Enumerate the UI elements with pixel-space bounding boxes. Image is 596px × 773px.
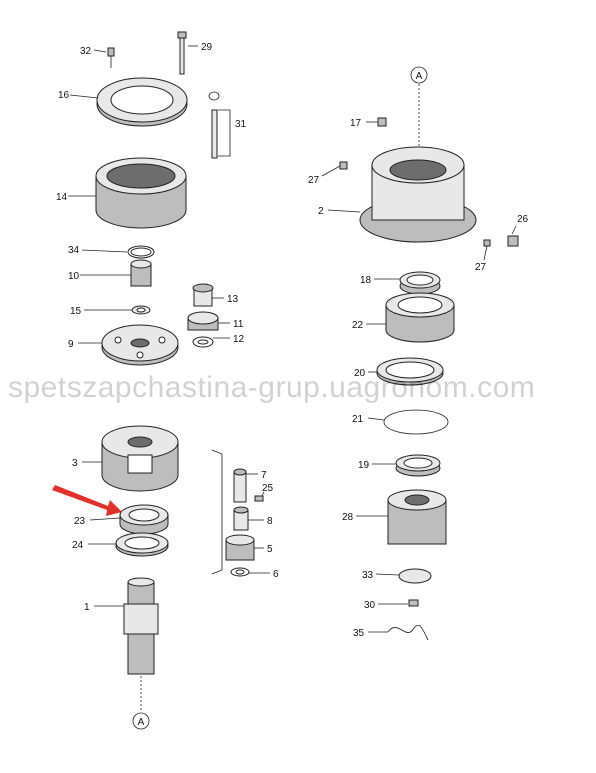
part-7-pin — [233, 468, 247, 503]
part-22-bearing — [385, 292, 455, 343]
svg-text:A: A — [416, 71, 423, 82]
part-13-cap — [192, 283, 214, 307]
part-19-bearing-race — [395, 454, 441, 477]
reference-mark-top: A — [410, 66, 428, 84]
watermark: spetszapchastina-grup.uagronom.com — [8, 371, 535, 404]
callout-9: 9 — [68, 339, 74, 350]
part-34-snap-ring — [127, 245, 155, 259]
part-31-dipstick — [208, 91, 220, 159]
part-18-bearing-race — [399, 271, 441, 295]
part-29-long-bolt — [177, 31, 187, 75]
callout-20: 20 — [354, 368, 366, 379]
part-30-bolt — [408, 599, 419, 607]
part-11-planet-gear — [187, 311, 219, 331]
callout-30: 30 — [364, 600, 376, 611]
callout-19: 19 — [358, 460, 370, 471]
callout-31: 31 — [235, 119, 247, 130]
callout-14: 14 — [56, 192, 68, 203]
callout-22: 22 — [352, 320, 364, 331]
part-25-spring-pin — [254, 495, 264, 502]
callout-10: 10 — [68, 271, 80, 282]
part-27-plug-upper — [339, 161, 348, 170]
part-15-washer — [131, 305, 151, 315]
callout-17: 17 — [350, 118, 362, 129]
part-23-bearing — [119, 504, 169, 535]
callout-7: 7 — [261, 470, 267, 481]
callout-29: 29 — [201, 42, 213, 53]
part-35-lock-wire — [387, 624, 429, 641]
svg-text:A: A — [138, 717, 145, 728]
callout-24: 24 — [72, 540, 84, 551]
part-8-bushing — [233, 506, 249, 531]
part-1-shaft — [123, 577, 159, 675]
highlight-arrow — [52, 485, 122, 516]
part-24-seal-ring — [115, 532, 169, 557]
part-10-small-gear — [130, 259, 152, 287]
part-28-pinion-gear — [387, 489, 447, 545]
callout-18: 18 — [360, 275, 372, 286]
callout-26: 26 — [517, 214, 529, 225]
callout-25: 25 — [262, 483, 274, 494]
callout-34: 34 — [68, 245, 80, 256]
callout-16: 16 — [58, 90, 70, 101]
part-20-seal — [376, 357, 444, 386]
callout-32: 32 — [80, 46, 92, 57]
callout-2: 2 — [318, 206, 324, 217]
part-9-carrier-plate — [101, 324, 179, 366]
callout-27-lower: 27 — [475, 262, 487, 273]
callout-21: 21 — [352, 414, 364, 425]
part-33-plate — [398, 568, 432, 584]
reference-mark-bottom: A — [132, 712, 150, 730]
callout-13: 13 — [227, 294, 239, 305]
part-17-plug — [377, 117, 387, 127]
part-5-gear — [225, 534, 255, 561]
callout-15: 15 — [70, 306, 82, 317]
callout-12: 12 — [233, 334, 245, 345]
callout-1: 1 — [84, 602, 90, 613]
callout-3: 3 — [72, 458, 78, 469]
callout-33: 33 — [362, 570, 374, 581]
callout-23: 23 — [74, 516, 86, 527]
part-26-breather — [507, 235, 519, 247]
callout-27-upper: 27 — [308, 175, 320, 186]
part-16-ring-flange — [96, 77, 188, 127]
callout-11: 11 — [233, 319, 244, 330]
part-14-ring-gear — [95, 157, 187, 229]
part-6-washer — [230, 567, 250, 577]
part-3-carrier — [101, 425, 179, 492]
callout-28: 28 — [342, 512, 354, 523]
part-12-thrust-washer — [192, 336, 214, 348]
callout-6: 6 — [273, 569, 279, 580]
part-21-o-ring — [383, 409, 449, 435]
callout-5: 5 — [267, 544, 273, 555]
part-2-housing — [359, 146, 477, 243]
part-32-bolt — [107, 47, 115, 68]
callout-labels: 32 29 16 31 14 34 10 15 13 11 12 9 3 7 2… — [56, 42, 529, 639]
callout-8: 8 — [267, 516, 273, 527]
callout-35: 35 — [353, 628, 365, 639]
part-27-plug-lower — [483, 239, 491, 247]
group-bracket — [211, 449, 223, 575]
